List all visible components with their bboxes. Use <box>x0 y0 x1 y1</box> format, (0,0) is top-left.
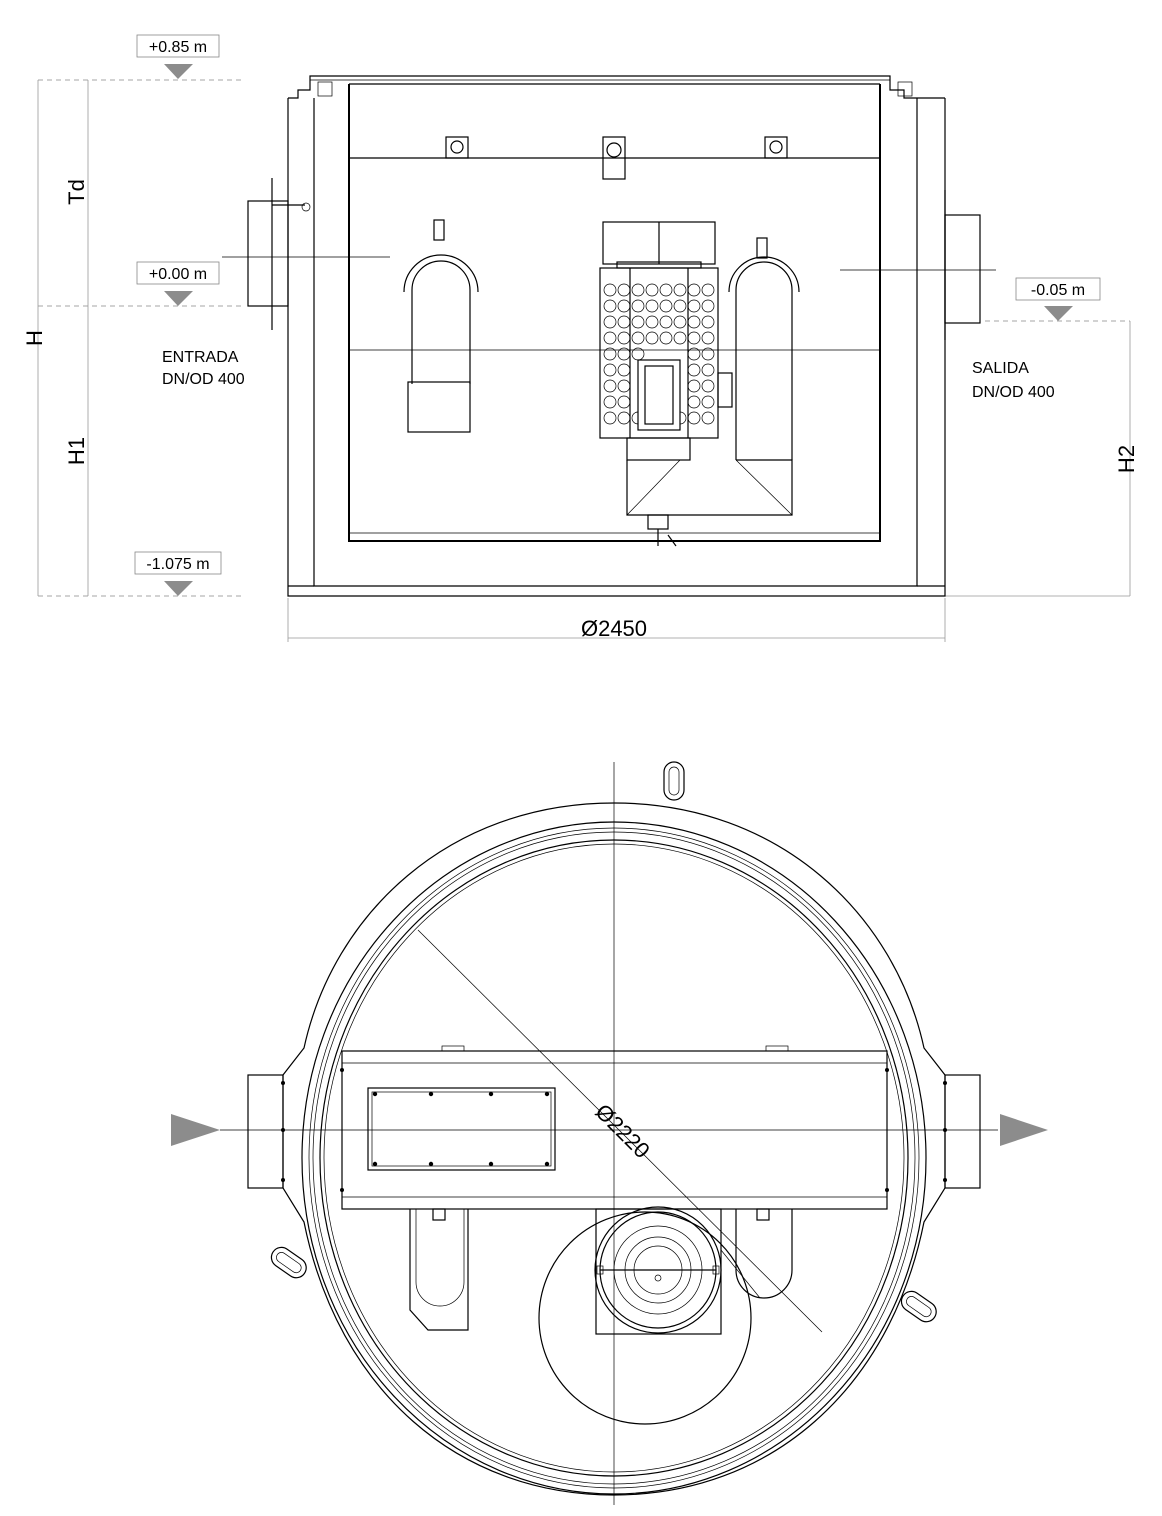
inspection-cover <box>367 1087 556 1171</box>
inner-diameter-label: Ø2220 <box>590 1099 654 1163</box>
filter-plan <box>538 1206 761 1425</box>
outlet-flow-arrow <box>1000 1114 1048 1146</box>
sludge-hopper <box>626 437 793 547</box>
lifting-ring-left <box>270 1246 307 1279</box>
inner-diameter-line <box>417 929 823 1333</box>
tank-ring <box>282 802 946 1496</box>
dim-td-label: Td <box>64 179 89 205</box>
level-outlet-label: -0.05 m <box>1031 282 1085 299</box>
lifting-ring-right <box>900 1290 937 1323</box>
level-marker-bottom: -1.075 m <box>134 551 222 596</box>
level-marker-outlet: -0.05 m <box>1015 277 1101 321</box>
level-marker-top: +0.85 m <box>136 34 220 79</box>
section-view: +0.85 m +0.00 m -0.05 m -1.075 m H Td H1… <box>22 34 1139 642</box>
outlet-dip-pipe <box>717 237 800 460</box>
level-bottom-label: -1.075 m <box>146 556 209 573</box>
dim-h-label: H <box>22 330 47 346</box>
outlet-pipe-plan <box>944 1074 981 1189</box>
inlet-label-line2: DN/OD 400 <box>162 371 245 388</box>
lifting-ring-top <box>663 761 685 801</box>
dim-h2-label: H2 <box>1114 445 1139 473</box>
outlet-label-line2: DN/OD 400 <box>972 384 1055 401</box>
level-marker-inlet: +0.00 m <box>136 261 220 306</box>
plan-view: Ø2220 <box>171 761 1048 1505</box>
dim-h1-label: H1 <box>64 437 89 465</box>
coalescing-filter <box>599 221 719 439</box>
inlet-flow-arrow <box>171 1114 220 1146</box>
dip-pipe-left-plan <box>409 1208 469 1331</box>
inlet-label-line1: ENTRADA <box>162 349 239 366</box>
inlet-dip-pipe <box>403 219 479 433</box>
inlet-pipe-plan <box>247 1074 284 1189</box>
level-top-label: +0.85 m <box>149 39 207 56</box>
outer-diameter-label: Ø2450 <box>581 616 647 641</box>
dip-pipe-right-plan <box>735 1208 793 1299</box>
separator-chamber-plan <box>341 1045 888 1210</box>
tank-section <box>222 75 996 597</box>
outlet-label-line1: SALIDA <box>972 360 1029 377</box>
level-inlet-label: +0.00 m <box>149 266 207 283</box>
